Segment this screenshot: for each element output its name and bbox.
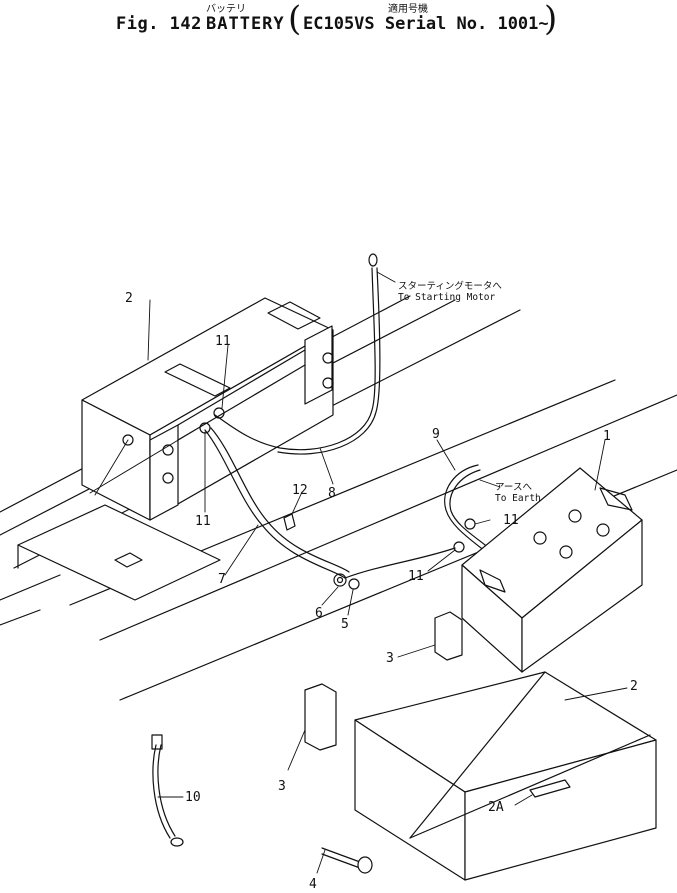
- destination-notes: スターティングモータへ To Starting Motor アースへ To Ea…: [398, 280, 541, 504]
- callout-4: 4: [309, 877, 317, 892]
- note-earth-jp: アースへ: [495, 482, 532, 493]
- left-parenthesis: (: [288, 0, 302, 39]
- callout-12: 12: [292, 483, 308, 498]
- leader-lines: [89, 271, 628, 874]
- callout-11-lower: 11: [408, 569, 424, 584]
- callout-9: 9: [432, 427, 440, 442]
- note-starting-motor-jp: スターティングモータへ: [398, 280, 502, 292]
- callout-7: 7: [218, 572, 226, 587]
- step-tray: [17, 504, 221, 601]
- callout-11-left: 11: [195, 514, 211, 529]
- callout-6: 6: [315, 606, 323, 621]
- callout-5: 5: [341, 617, 349, 632]
- stay-upper: [434, 611, 463, 661]
- cable-starting-motor: [214, 253, 381, 455]
- battery-right: [461, 467, 643, 673]
- cable-battery-link: [204, 427, 456, 579]
- figure-title: BATTERY: [206, 14, 285, 34]
- applicable-model-japanese: 適用号機: [388, 4, 428, 15]
- callout-1: 1: [603, 429, 611, 444]
- figure-header: Fig. 142 バッテリ BATTERY ( 適用号機 EC105VS Ser…: [0, 0, 677, 50]
- battery-box-left: [81, 297, 334, 521]
- title-japanese: バッテリ: [206, 4, 246, 15]
- callout-2a: 2A: [488, 800, 504, 815]
- bolt: [321, 847, 373, 874]
- callout-2-right: 2: [630, 679, 638, 694]
- callout-10: 10: [185, 790, 201, 805]
- callout-11-right: 11: [503, 513, 519, 528]
- stay-lower: [304, 683, 337, 751]
- battery-holder-right: [354, 671, 657, 881]
- model-serial: EC105VS Serial No. 1001~: [303, 14, 549, 34]
- note-earth-en: To Earth: [495, 493, 541, 504]
- right-parenthesis: ): [544, 0, 558, 39]
- callout-3-lower: 3: [278, 779, 286, 794]
- callout-2-left: 2: [125, 291, 133, 306]
- callout-11-top: 11: [215, 334, 231, 349]
- callout-3-upper: 3: [386, 651, 394, 666]
- cable-earth: [444, 464, 499, 561]
- figure-number: Fig. 142: [116, 14, 202, 34]
- callout-8: 8: [328, 486, 336, 501]
- cable-ground: [151, 734, 184, 847]
- note-starting-motor-en: To Starting Motor: [398, 292, 496, 303]
- callouts: 2 11 11 12 8 9 1 11 11 7 6 5 3 2 3 10 2A…: [125, 291, 638, 892]
